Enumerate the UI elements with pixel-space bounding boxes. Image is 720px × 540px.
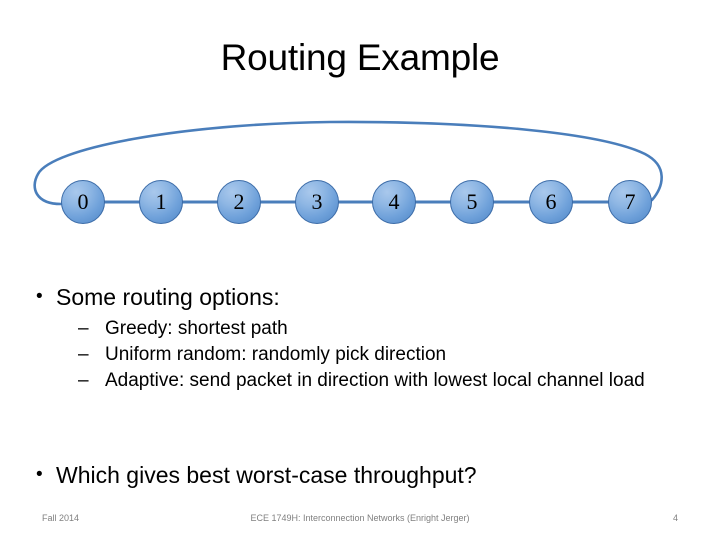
footer-page-number: 4: [672, 513, 678, 523]
body-content: • Some routing options: – Greedy: shorte…: [0, 282, 720, 394]
ring-node-5[interactable]: 5: [450, 180, 494, 224]
ring-node-2[interactable]: 2: [217, 180, 261, 224]
ring-node-label: 5: [466, 189, 478, 214]
slide-footer: Fall 2014 ECE 1749H: Interconnection Net…: [0, 508, 720, 528]
ring-node-1[interactable]: 1: [139, 180, 183, 224]
list-item-adaptive-label: Adaptive: send packet in direction with …: [105, 370, 645, 391]
ring-node-4[interactable]: 4: [372, 180, 416, 224]
ring-node-label: 3: [311, 189, 323, 214]
bullet-routing-options: • Some routing options:: [0, 282, 720, 312]
ring-node-label: 1: [155, 189, 167, 214]
dash-marker-icon: –: [78, 344, 89, 365]
ring-node-label: 6: [545, 189, 557, 214]
ring-links-svg: [33, 120, 663, 206]
bullet-marker-icon: •: [36, 464, 43, 485]
list-item-uniform-random: – Uniform random: randomly pick directio…: [0, 342, 720, 367]
ring-topology-diagram: 0 1 2 3 4 5 6 7: [0, 112, 720, 242]
list-item-greedy-label: Greedy: shortest path: [105, 318, 288, 339]
bullet-throughput-question-label: Which gives best worst-case throughput?: [56, 462, 477, 488]
list-item-uniform-random-label: Uniform random: randomly pick direction: [105, 344, 447, 365]
ring-node-6[interactable]: 6: [529, 180, 573, 224]
footer-course: ECE 1749H: Interconnection Networks (Enr…: [250, 513, 470, 523]
dash-marker-icon: –: [78, 318, 89, 339]
bullet-throughput-question-container: • Which gives best worst-case throughput…: [0, 460, 720, 494]
ring-node-label: 7: [624, 189, 636, 214]
list-item-greedy: – Greedy: shortest path: [0, 316, 720, 341]
footer-date: Fall 2014: [42, 513, 80, 523]
bullet-marker-icon: •: [36, 286, 43, 307]
routing-options-sublist: – Greedy: shortest path – Uniform random…: [0, 316, 720, 393]
page-title: Routing Example: [220, 37, 500, 78]
list-item-adaptive: – Adaptive: send packet in direction wit…: [0, 368, 720, 393]
ring-node-3[interactable]: 3: [295, 180, 339, 224]
wraparound-link: [33, 120, 663, 206]
ring-node-label: 2: [233, 189, 245, 214]
bullet-routing-options-label: Some routing options:: [56, 284, 280, 310]
ring-node-label: 4: [388, 189, 400, 214]
ring-node-label: 0: [77, 189, 89, 214]
dash-marker-icon: –: [78, 370, 89, 391]
bullet-throughput-question: • Which gives best worst-case throughput…: [0, 460, 720, 490]
ring-node-0[interactable]: 0: [61, 180, 105, 224]
ring-node-7[interactable]: 7: [608, 180, 652, 224]
